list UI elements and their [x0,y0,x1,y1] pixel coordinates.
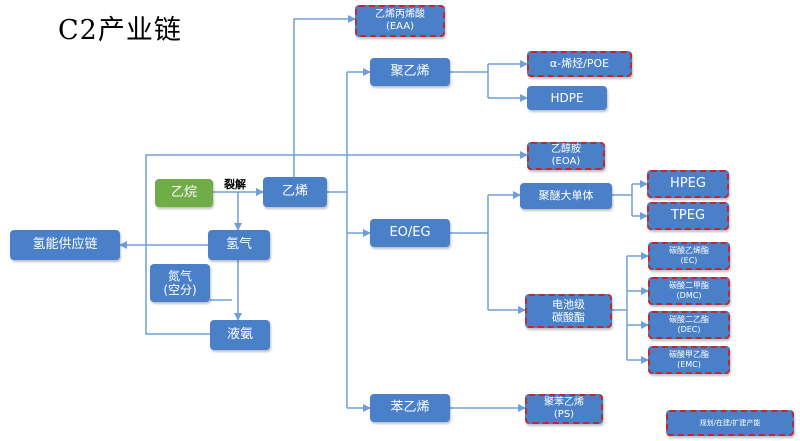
node-emc-label-2: (EMC) [677,360,701,369]
node-ethane[interactable]: 乙烷 [155,179,213,207]
node-liquid-ammonia-label: 液氨 [226,327,253,343]
node-eaa-label-2: (EAA) [385,21,415,32]
node-ethylene-label: 乙烯 [281,184,308,200]
edge-label-cracking: 裂解 [224,178,246,191]
node-battery-carbonate[interactable]: 电池级 碳酸酯 [525,294,612,328]
node-eoa[interactable]: 乙醇胺 (EOA) [527,142,605,170]
node-emc-label-1: 碳酸甲乙酯 [669,350,709,360]
node-poe-label: α-烯烃/POE [549,57,610,71]
node-tpeg[interactable]: TPEG [647,202,729,230]
node-polyethylene[interactable]: 聚乙烯 [370,58,450,86]
page-title: C2产业链 [58,15,182,46]
node-hydrogen-supply-chain[interactable]: 氢能供应链 [10,230,120,260]
node-eo-eg[interactable]: EO/EG [370,219,450,247]
node-eaa-label-1: 乙烯丙烯酸 [375,9,425,20]
node-ec-label-2: (EC) [680,256,698,265]
node-polyether-monomer[interactable]: 聚醚大单体 [520,183,612,209]
node-styrene[interactable]: 苯乙烯 [370,394,450,422]
node-eoa-label-2: (EOA) [551,156,581,167]
node-styrene-label: 苯乙烯 [390,400,430,416]
node-ec[interactable]: 碳酸乙烯酯 (EC) [648,242,730,270]
node-ps-label-2: (PS) [553,409,575,420]
node-polyether-monomer-label: 聚醚大单体 [538,189,594,203]
node-dec-label-1: 碳酸二乙酯 [669,315,709,325]
node-eaa[interactable]: 乙烯丙烯酸 (EAA) [355,5,445,37]
node-hdpe-label: HDPE [550,90,584,105]
node-battery-carbonate-label-2: 碳酸酯 [552,311,585,324]
node-polyethylene-label: 聚乙烯 [390,64,430,80]
node-hdpe[interactable]: HDPE [527,86,607,110]
node-hydrogen[interactable]: 氢气 [208,230,270,260]
legend-label: 规划/在建/扩建产能 [699,418,761,427]
node-ps[interactable]: 聚苯乙烯 (PS) [525,394,603,424]
node-eo-eg-label: EO/EG [389,225,431,241]
legend-planned-capacity: 规划/在建/扩建产能 [666,410,794,436]
node-battery-carbonate-label-1: 电池级 [552,297,585,311]
node-ethane-label: 乙烷 [170,185,197,201]
node-liquid-ammonia[interactable]: 液氨 [210,320,270,350]
node-dec-label-2: (DEC) [677,325,701,334]
node-hydrogen-supply-chain-label: 氢能供应链 [32,237,98,253]
node-dmc[interactable]: 碳酸二甲酯 (DMC) [648,277,730,305]
node-hydrogen-label: 氢气 [225,237,252,253]
node-nitrogen-label-2: (空分) [163,283,197,297]
node-dec[interactable]: 碳酸二乙酯 (DEC) [648,311,730,339]
node-tpeg-label: TPEG [670,208,706,224]
node-ec-label-1: 碳酸乙烯酯 [669,246,709,256]
node-poe[interactable]: α-烯烃/POE [527,51,632,77]
node-ethylene[interactable]: 乙烯 [263,177,327,207]
node-eoa-label-1: 乙醇胺 [551,144,581,155]
node-ps-label-1: 聚苯乙烯 [544,397,584,408]
node-dmc-label-2: (DMC) [676,291,702,300]
node-hpeg[interactable]: HPEG [647,170,729,198]
node-emc[interactable]: 碳酸甲乙酯 (EMC) [648,346,730,374]
node-hpeg-label: HPEG [670,176,706,192]
node-dmc-label-1: 碳酸二甲酯 [669,281,709,291]
node-nitrogen-label-1: 氮气 [167,268,192,283]
node-nitrogen[interactable]: 氮气 (空分) [150,264,210,302]
